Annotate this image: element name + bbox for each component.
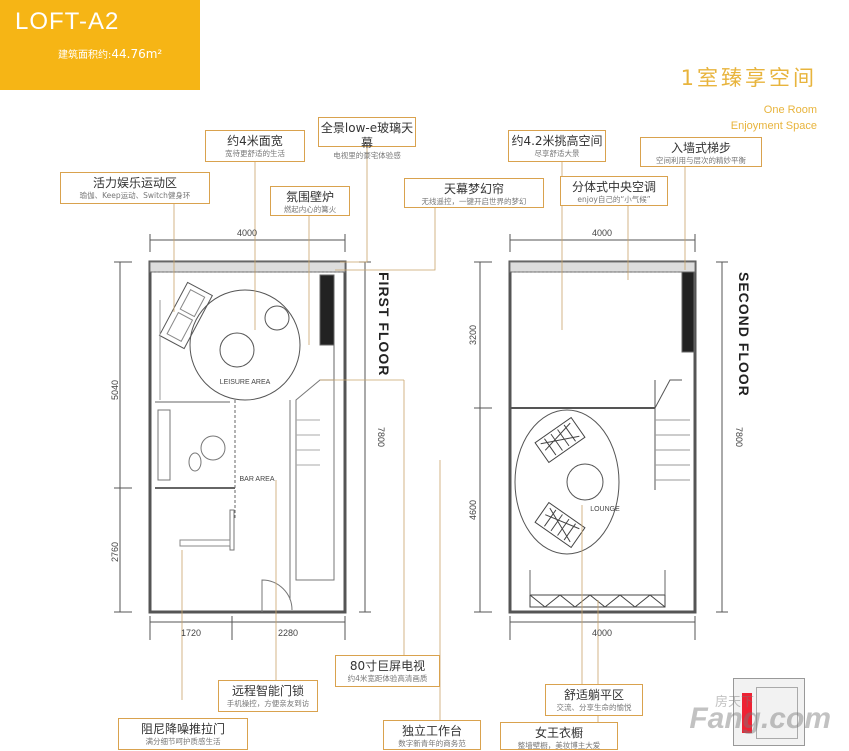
p2-dim-left-upper: 3200 [468, 325, 478, 345]
area-value: 44.76m² [111, 47, 163, 61]
key-plan-highlight [742, 693, 752, 733]
p1-dim-left-upper: 5040 [110, 380, 120, 400]
callout-skylight: 全景low-e玻璃天幕电视里的豪宅体验感 [318, 117, 416, 160]
callout-stairs: 入墙式梯步空间利用与层次的精妙平衡 [640, 137, 762, 167]
callout-tv: 80寸巨屏电视约4米宽距体验高清画质 [335, 655, 440, 687]
callout-workdesk: 独立工作台数字新青年的商务范 [383, 720, 481, 750]
p2-dim-left-lower: 4600 [468, 500, 478, 520]
tagline-cn: 1室臻享空间 [680, 66, 817, 90]
p1-dim-right: 7800 [376, 427, 386, 447]
callout-fitness: 活力娱乐运动区瑜伽、Keep运动、Switch健身环 [60, 172, 210, 204]
callout-lounge-area: 舒适躺平区交流、分享生命的愉悦 [545, 684, 643, 716]
key-plan [733, 678, 805, 746]
armchair [264, 305, 290, 331]
p1-dim-top: 4000 [237, 228, 257, 238]
callout-lock: 远程智能门锁手机操控，方便亲友到访 [218, 680, 318, 712]
callout-wardrobe: 女王衣橱整墙壁橱，美妆博主大爱 [500, 722, 618, 750]
area-line: 建筑面积约:44.76m² [58, 47, 163, 61]
fireplace [319, 274, 335, 346]
room-leisure: LEISURE AREA [220, 379, 271, 386]
plan-title: LOFT-A2 [15, 8, 120, 35]
callout-sliding-door: 阻尼降噪推拉门满分细节呵护质感生活 [118, 718, 248, 750]
watermark-cn: 房天下 [714, 695, 754, 710]
p1-dim-bottom-left: 1720 [181, 628, 201, 638]
lounge-chair-2 [534, 501, 586, 549]
callout-width: 约4米面宽宽待更舒适的生活 [205, 130, 305, 162]
header-banner: LOFT-A2 建筑面积约:44.76m² [0, 0, 200, 90]
callout-height: 约4.2米挑高空间尽享舒适大景 [508, 130, 606, 162]
second-floor-outer-wall [508, 260, 697, 614]
room-bar: BAR AREA [239, 476, 274, 483]
callout-fireplace: 氛围壁炉燃起内心的篝火 [270, 186, 350, 216]
p1-dim-bottom-right: 2280 [278, 628, 298, 638]
sofa [158, 281, 214, 350]
second-floor-column [681, 271, 695, 353]
callout-curtain: 天幕梦幻帘无线遥控，一键开启世界的梦幻 [404, 178, 544, 208]
p2-dim-bottom: 4000 [592, 628, 612, 638]
p1-dim-left-lower: 2760 [110, 542, 120, 562]
lounge-rug [514, 409, 620, 555]
p2-dim-right: 7800 [734, 427, 744, 447]
room-lounge: LOUNGE [590, 506, 620, 513]
first-floor-skylight-glass [149, 261, 346, 273]
p2-dim-top: 4000 [592, 228, 612, 238]
lounge-table [566, 463, 604, 501]
watermark-brand: Fang.com [689, 702, 831, 735]
leisure-table [219, 332, 255, 368]
second-floor-label: SECOND FLOOR [736, 272, 752, 397]
lounge-chair-1 [534, 416, 586, 464]
leisure-rug [189, 289, 301, 401]
first-floor-label: FIRST FLOOR [376, 272, 392, 377]
